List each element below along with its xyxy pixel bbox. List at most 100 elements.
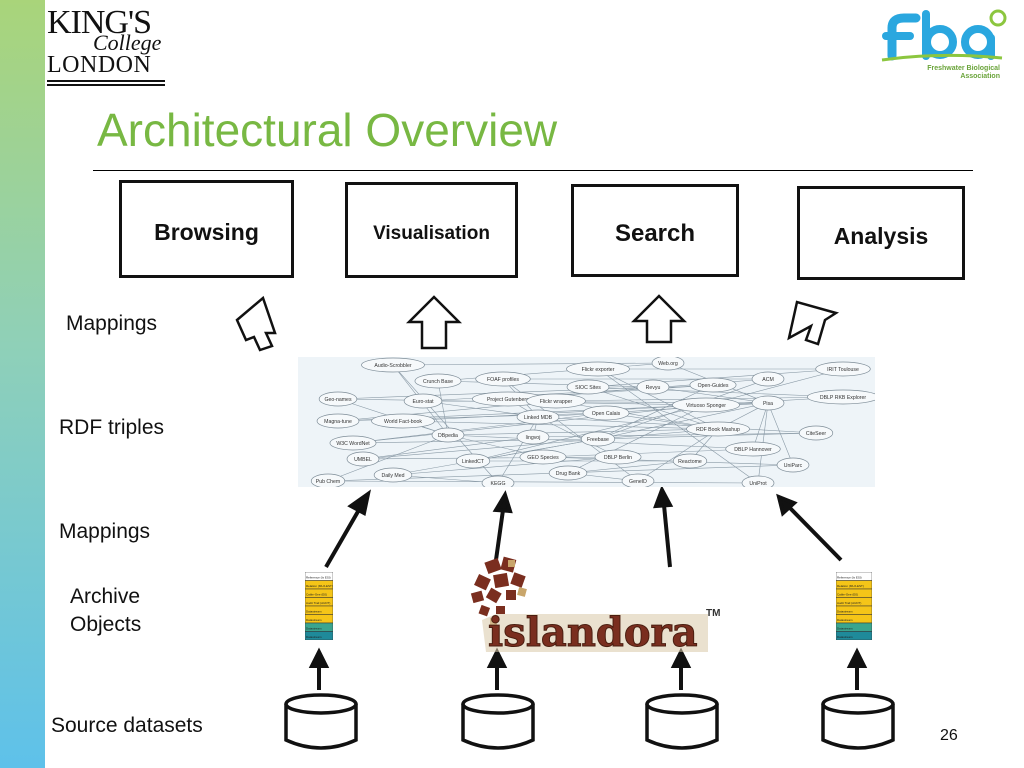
graph-node: UMBEL <box>346 451 380 467</box>
graph-edge <box>352 404 707 444</box>
graph-edge <box>537 416 619 458</box>
graph-node-bubble <box>798 425 834 441</box>
archive-datastream-label: Cable-Gee (E0) <box>837 593 858 597</box>
graph-node-label: Flickr wrapper <box>540 399 573 405</box>
graph-node: Daily Med <box>373 467 413 483</box>
graph-edge <box>767 402 794 466</box>
hollow-arrow-up-icon <box>235 295 277 352</box>
islandora-tm: TM <box>706 608 720 619</box>
arrow-head-icon <box>308 647 330 668</box>
graph-node: DBLP RKB Explorer <box>806 389 875 405</box>
archive-objects-label-line2: Objects <box>70 613 142 636</box>
rdf-triples-label: RDF triples <box>59 416 165 439</box>
arrow-line <box>493 509 505 568</box>
graph-edge <box>567 404 707 474</box>
graph-node: Open-Guides <box>689 377 737 393</box>
analysis-box: Analysis <box>797 186 965 280</box>
fba-logo: Freshwater Biological Association <box>880 8 1010 88</box>
graph-node-bubble <box>672 453 708 469</box>
archive-datastream-label: Reference (Is ESI) <box>306 576 331 580</box>
graph-node-bubble <box>481 475 515 487</box>
graph-node-bubble <box>455 453 491 469</box>
graph-node: DBpedia <box>431 427 465 443</box>
graph-node-bubble <box>621 473 655 487</box>
graph-node: lingvoj <box>516 429 550 445</box>
graph-node-label: World Fact-book <box>384 419 422 425</box>
graph-node-label: Pisa <box>763 401 773 407</box>
kcl-logo-line2: College <box>93 30 162 55</box>
graph-edge <box>362 438 599 460</box>
graph-node: Magna-tune <box>316 413 360 429</box>
source-datasets-label: Source datasets <box>51 714 203 737</box>
graph-node-label: CiteSeer <box>806 431 826 437</box>
graph-edge <box>392 362 669 366</box>
graph-node: World Fact-book <box>371 413 435 429</box>
graph-node-label: DBpedia <box>438 433 458 439</box>
graph-node: DBLP Hannover <box>725 441 781 457</box>
graph-node-bubble <box>672 397 740 413</box>
graph-node-bubble <box>741 475 775 487</box>
graph-node-bubble <box>371 413 435 429</box>
graph-edge <box>402 420 719 430</box>
graph-edge <box>352 412 607 444</box>
graph-edge <box>637 428 719 482</box>
graph-node-bubble <box>519 449 567 465</box>
graph-edge <box>752 402 769 450</box>
graph-edge <box>392 456 619 476</box>
graph-node: Drug Bank <box>548 465 588 481</box>
graph-node: Flickr exporter <box>566 361 630 377</box>
analysis-box-label: Analysis <box>833 223 929 249</box>
graph-edge <box>327 434 449 482</box>
graph-node: Geo-names <box>318 391 358 407</box>
graph-node-bubble <box>776 457 810 473</box>
archive-datastream-label: Datastream <box>837 627 853 631</box>
graph-node-label: UniParc <box>784 463 803 469</box>
graph-node-bubble <box>329 435 377 451</box>
graph-node-bubble <box>414 373 462 389</box>
graph-node: FOAF profiles <box>475 371 531 387</box>
graph-edge <box>597 402 769 440</box>
islandora-logo-text: islandora <box>488 609 698 656</box>
archive-objects-label-line1: Archive <box>70 585 141 608</box>
kcl-logo-line3: LONDON <box>47 52 152 78</box>
graph-node: Linked MDB <box>516 409 560 425</box>
graph-node-bubble <box>346 451 380 467</box>
graph-node-bubble <box>516 429 550 445</box>
graph-node-label: Crunch Base <box>423 379 453 385</box>
graph-node-bubble <box>751 371 785 387</box>
graph-node-bubble <box>651 357 685 371</box>
graph-node: Reactome <box>672 453 708 469</box>
graph-node-label: Geo-names <box>324 397 352 403</box>
graph-node-label: Drug Bank <box>556 471 581 477</box>
archive-datastream-label: Datastream <box>306 618 322 622</box>
graph-node-label: ACM <box>762 377 774 383</box>
graph-node-bubble <box>686 421 750 437</box>
graph-node-label: Magna-tune <box>324 419 352 425</box>
archive-datastream-label: Relation (MUJ-EST) <box>306 584 333 588</box>
graph-edge <box>497 416 539 484</box>
arrow-head-icon <box>653 485 674 509</box>
graph-node-label: Project Gutenberg <box>487 397 529 403</box>
kcl-logo-line1: KING'S <box>47 4 152 41</box>
side-accent-bar <box>0 0 45 768</box>
arrow-head-icon <box>776 493 798 517</box>
archive-datastream-label: Datastream <box>306 635 322 639</box>
graph-node-bubble <box>475 371 531 387</box>
graph-edge <box>567 460 691 474</box>
graph-node: RDF Book Mashup <box>686 421 750 437</box>
graph-node: UniParc <box>776 457 810 473</box>
graph-node-bubble <box>373 467 413 483</box>
graph-node: Pisa <box>751 395 785 411</box>
graph-node-bubble <box>316 413 360 429</box>
graph-node-bubble <box>751 395 785 411</box>
arrow-line <box>324 507 362 568</box>
graph-node-bubble <box>725 441 781 457</box>
browsing-box-label: Browsing <box>154 219 259 245</box>
graph-node: Flickr wrapper <box>526 393 586 409</box>
mappings-bottom-label: Mappings <box>59 520 151 543</box>
title-divider <box>93 170 973 171</box>
graph-node-label: Linked MDB <box>524 415 553 421</box>
graph-node: DBLP Berlin <box>594 449 642 465</box>
graph-node-bubble <box>431 427 465 443</box>
